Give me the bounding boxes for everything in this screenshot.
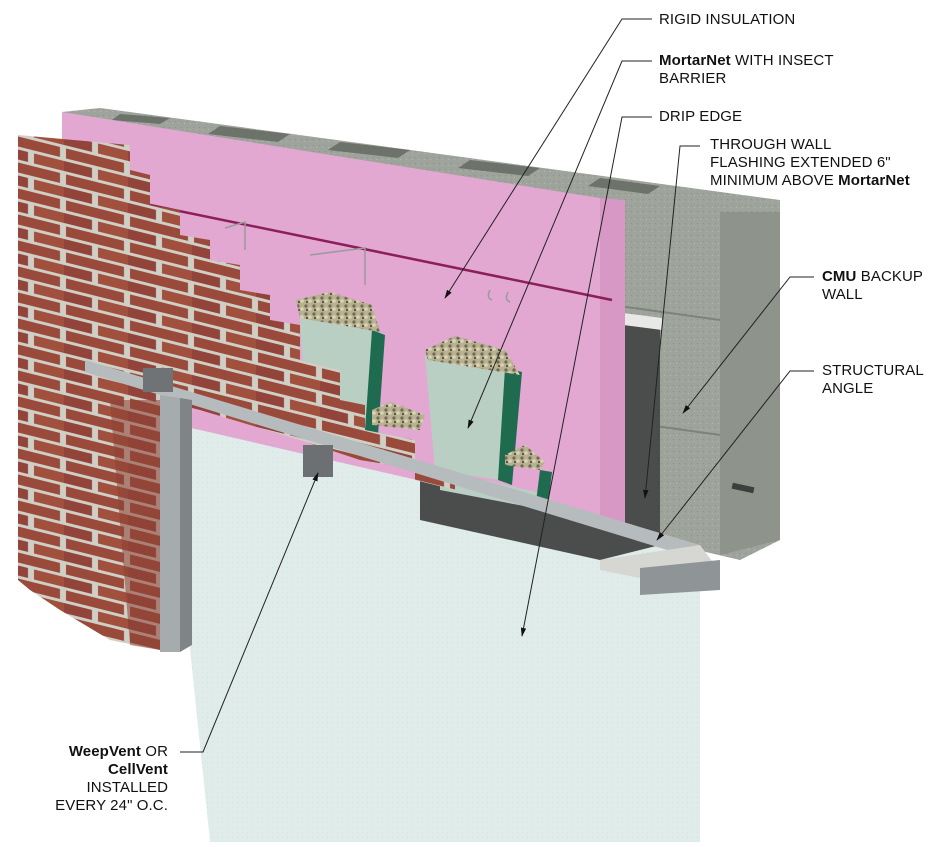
label-drip-edge: DRIP EDGE [659, 108, 742, 126]
leader-cmu [682, 276, 814, 414]
leader-mortarnet [467, 60, 652, 429]
through-wall-flashing [420, 320, 660, 560]
leader-drip-edge [520, 116, 652, 637]
label-rigid-insulation: RIGID INSULATION [659, 11, 795, 29]
label-text: EVERY 24" O.C. [55, 797, 168, 814]
label-cmu-backup-wall: CMU BACKUP WALL [822, 268, 923, 304]
label-structural-angle: STRUCTURAL ANGLE [822, 362, 924, 398]
label-brand: CellVent [108, 761, 168, 778]
label-text: BARRIER [659, 70, 727, 87]
label-text: ANGLE [822, 380, 874, 397]
label-weepvent: WeepVent OR CellVent INSTALLED EVERY 24"… [55, 743, 168, 815]
leader-lines [180, 18, 814, 753]
label-text: WITH INSECT [730, 52, 834, 69]
label-brand: MortarNet [659, 52, 731, 69]
label-brand: MortarNet [838, 172, 910, 189]
label-mortarnet: MortarNet WITH INSECT BARRIER [659, 52, 834, 88]
weep-tube [731, 482, 755, 494]
label-text: INSTALLED [86, 779, 168, 796]
label-text: THROUGH WALL [710, 136, 832, 153]
weep-vent [303, 445, 333, 477]
label-text: FLASHING EXTENDED 6" [710, 154, 891, 171]
leader-flashing [643, 145, 700, 499]
weep-vent-jamb [143, 368, 173, 392]
label-text: MINIMUM ABOVE [710, 172, 839, 189]
brick-ties [224, 220, 511, 303]
drip-edge [615, 312, 662, 330]
label-text: STRUCTURAL [822, 362, 924, 379]
label-text: BACKUP [856, 268, 924, 285]
label-text: RIGID INSULATION [659, 11, 796, 28]
brick-veneer [18, 135, 455, 650]
label-text: WALL [822, 286, 863, 303]
leader-rigid-insulation [444, 18, 652, 299]
label-brand: WeepVent [68, 743, 142, 760]
leader-weepvent [180, 472, 319, 753]
label-brand: CMU [822, 268, 857, 285]
leader-structural-angle [656, 370, 814, 541]
label-text: OR [141, 743, 168, 760]
label-through-wall-flashing: THROUGH WALL FLASHING EXTENDED 6" MINIMU… [710, 136, 910, 190]
label-text: DRIP EDGE [659, 108, 743, 125]
